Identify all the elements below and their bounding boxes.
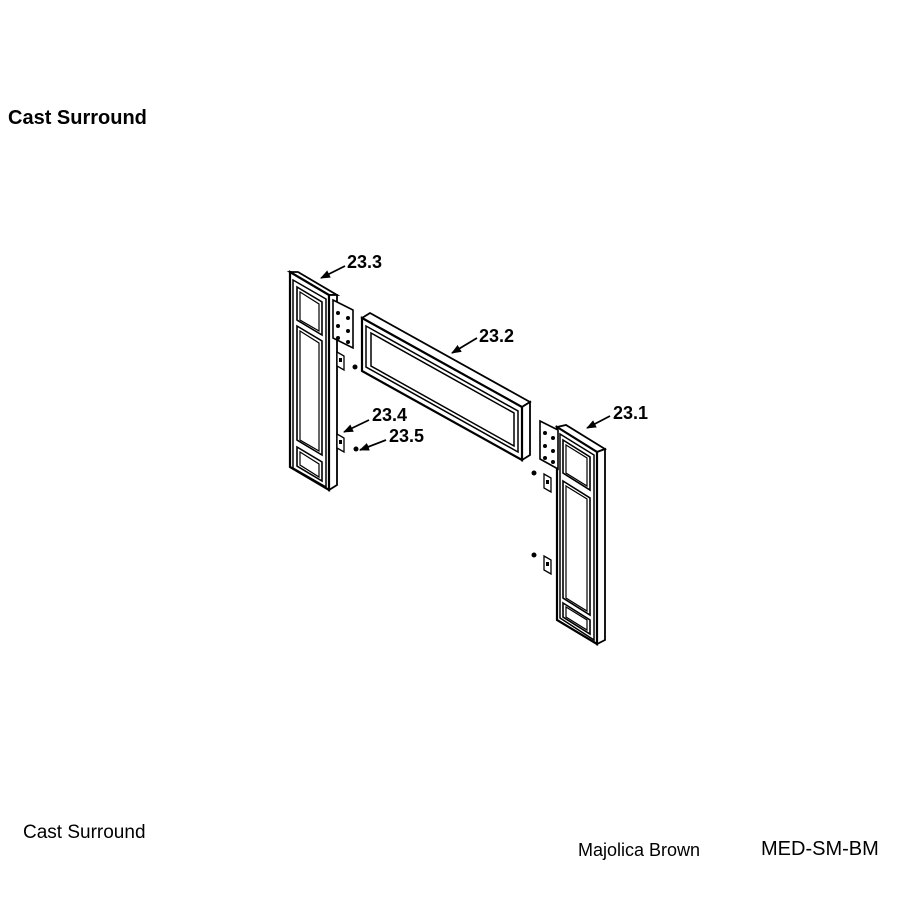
callout-label-23-1: 23.1 xyxy=(613,403,648,423)
right-screws xyxy=(531,470,537,558)
callout-label-23-3: 23.3 xyxy=(347,252,382,272)
right-clips xyxy=(543,472,552,576)
top-panel-part xyxy=(360,311,532,462)
callout-23-4: 23.4 xyxy=(343,405,407,433)
finish-name: Majolica Brown xyxy=(578,840,701,860)
model-code: MED-SM-BM xyxy=(761,838,879,860)
callout-23-2: 23.2 xyxy=(451,326,514,354)
left-mounting-bracket xyxy=(332,298,354,350)
callout-23-3: 23.3 xyxy=(320,252,382,279)
callout-23-1: 23.1 xyxy=(586,403,648,429)
callout-label-23-4: 23.4 xyxy=(372,405,407,425)
right-pillar-part xyxy=(554,424,608,646)
left-clips xyxy=(336,350,345,454)
callout-label-23-2: 23.2 xyxy=(479,326,514,346)
callout-label-23-5: 23.5 xyxy=(389,426,424,446)
page-title: Cast Surround xyxy=(8,107,147,129)
right-mounting-bracket xyxy=(539,419,559,471)
callout-23-5: 23.5 xyxy=(359,426,424,451)
footer-caption: Cast Surround xyxy=(23,822,146,843)
left-pillar-part xyxy=(286,270,341,492)
left-screws xyxy=(352,364,359,452)
